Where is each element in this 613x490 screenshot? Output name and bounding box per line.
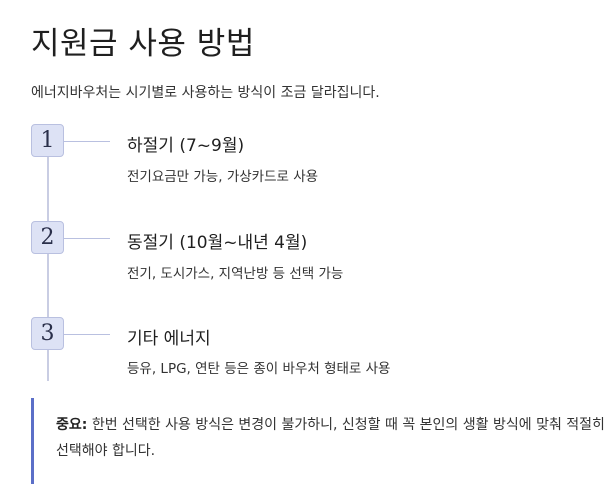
note-label: 중요:: [56, 417, 88, 433]
step-number-1: 1: [31, 124, 64, 157]
step-description-3: 등유, LPG, 연탄 등은 종이 바우처 형태로 사용: [127, 361, 391, 377]
intro-text: 에너지바우처는 시기별로 사용하는 방식이 조금 달라집니다.: [31, 85, 380, 101]
step-heading-3: 기타 에너지: [127, 329, 211, 349]
step-connector-1: [64, 141, 110, 142]
step-connector-3: [64, 334, 110, 335]
step-description-1: 전기요금만 가능, 가상카드로 사용: [127, 169, 319, 185]
timeline-line: [47, 155, 49, 381]
note-text: 한번 선택한 사용 방식은 변경이 불가하니, 신청할 때 꼭 본인의 생활 방…: [56, 417, 605, 459]
step-heading-1: 하절기 (7~9월): [127, 136, 245, 156]
step-connector-2: [64, 238, 110, 239]
step-number-3: 3: [31, 317, 64, 350]
step-description-2: 전기, 도시가스, 지역난방 등 선택 가능: [127, 266, 344, 282]
important-note: 중요: 한번 선택한 사용 방식은 변경이 불가하니, 신청할 때 꼭 본인의 …: [31, 398, 606, 484]
page-title: 지원금 사용 방법: [31, 26, 255, 62]
step-heading-2: 동절기 (10월~내년 4월): [127, 233, 308, 253]
step-number-2: 2: [31, 221, 64, 254]
